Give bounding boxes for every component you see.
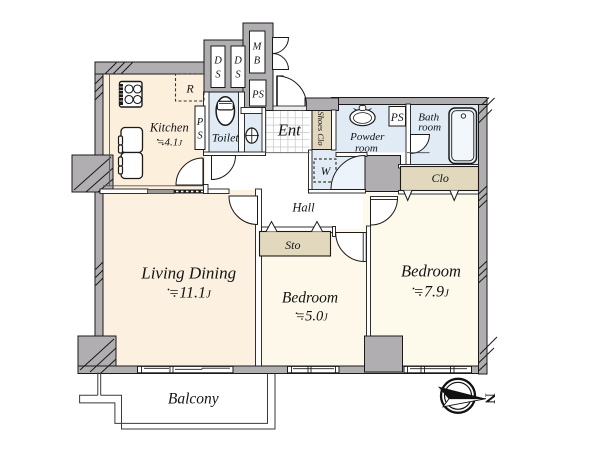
svg-text:P: P <box>196 117 204 128</box>
svg-text:Toilet: Toilet <box>212 131 240 145</box>
svg-text:Powder: Powder <box>349 131 385 143</box>
svg-text:Hall: Hall <box>291 201 315 215</box>
svg-text:W: W <box>321 166 332 178</box>
svg-text:room: room <box>355 142 378 154</box>
svg-text:N: N <box>482 393 498 404</box>
svg-text:Bedroom: Bedroom <box>401 262 461 281</box>
svg-text:Kitchen: Kitchen <box>149 120 189 134</box>
svg-text:D: D <box>233 56 242 67</box>
svg-text:=4.1J: =4.1J <box>157 137 183 149</box>
svg-text:S: S <box>197 131 203 142</box>
svg-text:=7.9J: =7.9J <box>413 284 450 301</box>
svg-text:R: R <box>185 82 194 96</box>
svg-text:=11.1J: =11.1J <box>168 285 212 302</box>
svg-text:Balcony: Balcony <box>168 391 219 408</box>
svg-text:PS: PS <box>390 112 404 124</box>
svg-text:D: D <box>213 56 222 67</box>
svg-text:Shoes Clo: Shoes Clo <box>316 111 326 145</box>
svg-text:B: B <box>254 56 261 67</box>
svg-text:PS: PS <box>251 90 264 101</box>
svg-text:Ent: Ent <box>277 121 301 140</box>
svg-text:Sto: Sto <box>285 238 300 252</box>
svg-text:=5.0J: =5.0J <box>295 309 328 325</box>
svg-text:Clo: Clo <box>432 171 449 185</box>
svg-text:S: S <box>215 70 221 81</box>
svg-text:Bedroom: Bedroom <box>282 290 338 307</box>
svg-text:Living Dining: Living Dining <box>140 264 236 283</box>
svg-text:S: S <box>235 70 241 81</box>
svg-text:Bath: Bath <box>418 112 439 124</box>
svg-text:room: room <box>418 121 441 133</box>
svg-text:M: M <box>252 42 263 53</box>
